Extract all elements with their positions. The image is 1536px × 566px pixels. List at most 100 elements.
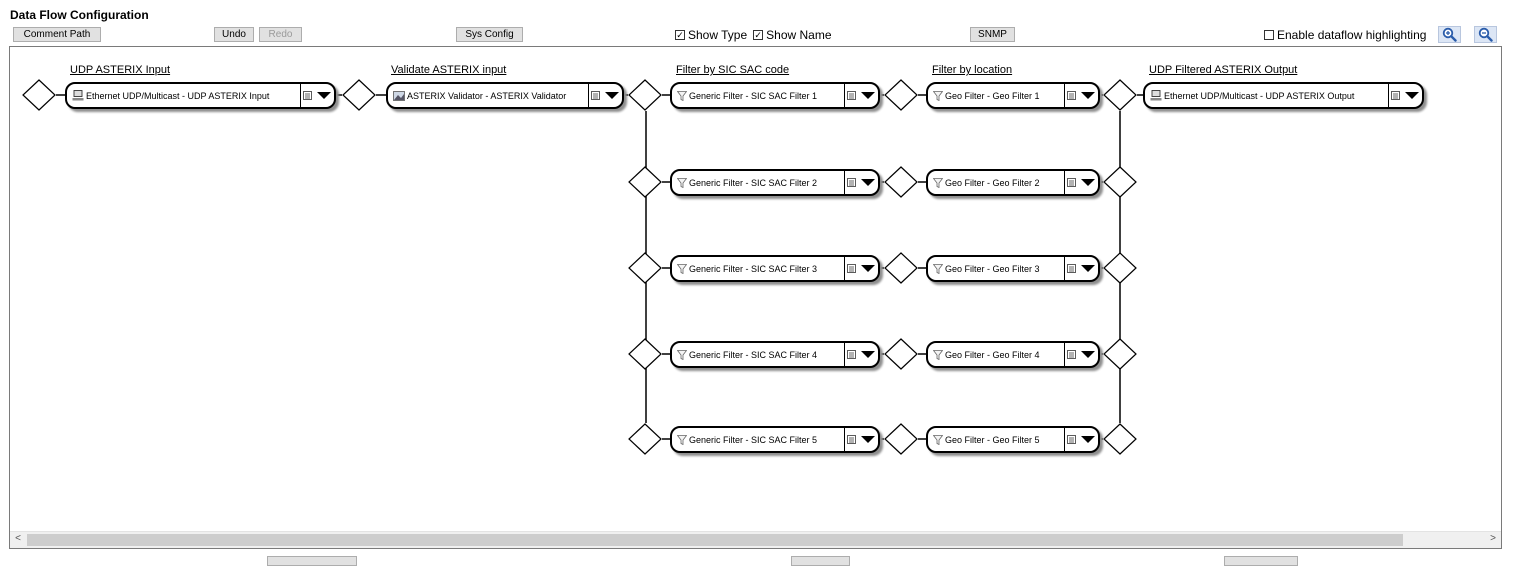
node-sic-filter[interactable]: Generic Filter - SIC SAC Filter 4 — [670, 341, 880, 368]
node-dropdown-button[interactable] — [314, 84, 334, 107]
node-menu-button[interactable] — [300, 84, 314, 107]
node-sic-filter[interactable]: Generic Filter - SIC SAC Filter 5 — [670, 426, 880, 453]
connector-diamond[interactable] — [1103, 252, 1137, 284]
comment-path-button[interactable]: Comment Path — [13, 27, 101, 42]
connector-diamond[interactable] — [1103, 166, 1137, 198]
zoom-in-icon — [1442, 27, 1457, 42]
node-dropdown-button[interactable] — [858, 343, 878, 366]
node-dropdown-button[interactable] — [602, 84, 622, 107]
show-type-toggle[interactable]: ✓ Show Type ✓ Show Name — [675, 28, 832, 42]
sys-config-button[interactable]: Sys Config — [456, 27, 523, 42]
connector-diamond[interactable] — [1103, 423, 1137, 455]
node-geo-filter[interactable]: Geo Filter - Geo Filter 4 — [926, 341, 1100, 368]
node-output[interactable]: Ethernet UDP/Multicast - UDP ASTERIX Out… — [1143, 82, 1424, 109]
connector-diamond[interactable] — [22, 79, 56, 111]
node-validator-label: ASTERIX Validator - ASTERIX Validator — [407, 90, 567, 101]
geo-filter-label: Geo Filter - Geo Filter 1 — [945, 90, 1040, 101]
stage-label-input: UDP ASTERIX Input — [70, 64, 171, 76]
node-sic-filter[interactable]: Generic Filter - SIC SAC Filter 1 — [670, 82, 880, 109]
list-icon — [1067, 91, 1076, 100]
show-type-checkbox[interactable]: ✓ — [675, 29, 685, 40]
bottom-button[interactable] — [1224, 556, 1298, 566]
list-icon — [303, 91, 312, 100]
connector-diamond[interactable] — [884, 252, 918, 284]
undo-button[interactable]: Undo — [214, 27, 254, 42]
connector-diamond[interactable] — [884, 423, 918, 455]
show-name-checkbox[interactable]: ✓ — [753, 29, 764, 40]
filter-icon — [933, 349, 943, 360]
zoom-out-button[interactable] — [1474, 26, 1497, 43]
node-menu-button[interactable] — [1388, 84, 1402, 107]
connector-diamond[interactable] — [342, 79, 376, 111]
connector-lines — [56, 94, 1143, 440]
node-menu-button[interactable] — [1064, 428, 1078, 451]
node-dropdown-button[interactable] — [858, 428, 878, 451]
horizontal-scrollbar[interactable]: < > — [10, 531, 1501, 548]
node-input[interactable]: Ethernet UDP/Multicast - UDP ASTERIX Inp… — [65, 82, 336, 109]
connector-diamond[interactable] — [628, 252, 662, 284]
node-geo-filter[interactable]: Geo Filter - Geo Filter 3 — [926, 255, 1100, 282]
enable-highlighting-label: Enable dataflow highlighting — [1277, 28, 1427, 42]
bottom-button[interactable] — [791, 556, 850, 566]
node-sic-filter[interactable]: Generic Filter - SIC SAC Filter 2 — [670, 169, 880, 196]
connector-diamond[interactable] — [1103, 338, 1137, 370]
node-geo-filter[interactable]: Geo Filter - Geo Filter 1 — [926, 82, 1100, 109]
connector-diamond[interactable] — [884, 79, 918, 111]
node-validator[interactable]: ASTERIX Validator - ASTERIX Validator — [386, 82, 624, 109]
node-menu-button[interactable] — [844, 84, 858, 107]
dataflow-canvas[interactable]: UDP ASTERIX Input Validate ASTERIX input… — [9, 46, 1502, 549]
node-menu-button[interactable] — [1064, 171, 1078, 194]
node-dropdown-button[interactable] — [1402, 84, 1422, 107]
node-geo-filter[interactable]: Geo Filter - Geo Filter 5 — [926, 426, 1100, 453]
geo-filter-label: Geo Filter - Geo Filter 5 — [945, 434, 1040, 445]
stage-label-validate: Validate ASTERIX input — [391, 64, 507, 76]
sic-filter-label: Generic Filter - SIC SAC Filter 4 — [689, 349, 818, 360]
list-icon — [847, 178, 856, 187]
node-menu-button[interactable] — [844, 428, 858, 451]
node-geo-filter[interactable]: Geo Filter - Geo Filter 2 — [926, 169, 1100, 196]
connector-diamond[interactable] — [628, 423, 662, 455]
bottom-button[interactable] — [267, 556, 357, 566]
node-menu-button[interactable] — [588, 84, 602, 107]
scrollbar-thumb[interactable] — [27, 534, 1403, 546]
node-dropdown-button[interactable] — [1078, 428, 1098, 451]
node-dropdown-button[interactable] — [858, 84, 878, 107]
scroll-left-arrow[interactable]: < — [15, 533, 21, 544]
stage-label-sic-sac: Filter by SIC SAC code — [676, 64, 790, 76]
geo-filter-label: Geo Filter - Geo Filter 3 — [945, 263, 1040, 274]
chevron-down-icon — [861, 92, 875, 99]
snmp-button[interactable]: SNMP — [970, 27, 1015, 42]
filter-icon — [933, 177, 943, 188]
filter-icon — [933, 263, 943, 274]
connector-diamond[interactable] — [628, 79, 662, 111]
node-dropdown-button[interactable] — [858, 257, 878, 280]
chevron-down-icon — [861, 179, 875, 186]
node-sic-filter[interactable]: Generic Filter - SIC SAC Filter 3 — [670, 255, 880, 282]
list-icon — [1067, 178, 1076, 187]
scroll-right-arrow[interactable]: > — [1490, 533, 1496, 544]
node-menu-button[interactable] — [1064, 343, 1078, 366]
chevron-down-icon — [605, 92, 619, 99]
connector-diamond[interactable] — [1103, 79, 1137, 111]
connector-diamond[interactable] — [884, 338, 918, 370]
enable-highlighting-toggle[interactable]: Enable dataflow highlighting — [1264, 28, 1426, 42]
node-dropdown-button[interactable] — [858, 171, 878, 194]
chevron-down-icon — [1405, 92, 1419, 99]
node-menu-button[interactable] — [1064, 84, 1078, 107]
geo-filter-label: Geo Filter - Geo Filter 4 — [945, 349, 1040, 360]
connector-diamond[interactable] — [884, 166, 918, 198]
node-dropdown-button[interactable] — [1078, 257, 1098, 280]
node-menu-button[interactable] — [1064, 257, 1078, 280]
chevron-down-icon — [861, 265, 875, 272]
connector-diamond[interactable] — [628, 338, 662, 370]
node-dropdown-button[interactable] — [1078, 84, 1098, 107]
redo-button[interactable]: Redo — [259, 27, 302, 42]
node-menu-button[interactable] — [844, 171, 858, 194]
node-dropdown-button[interactable] — [1078, 343, 1098, 366]
enable-highlighting-checkbox[interactable] — [1264, 30, 1274, 40]
node-dropdown-button[interactable] — [1078, 171, 1098, 194]
zoom-in-button[interactable] — [1438, 26, 1461, 43]
node-menu-button[interactable] — [844, 343, 858, 366]
connector-diamond[interactable] — [628, 166, 662, 198]
node-menu-button[interactable] — [844, 257, 858, 280]
